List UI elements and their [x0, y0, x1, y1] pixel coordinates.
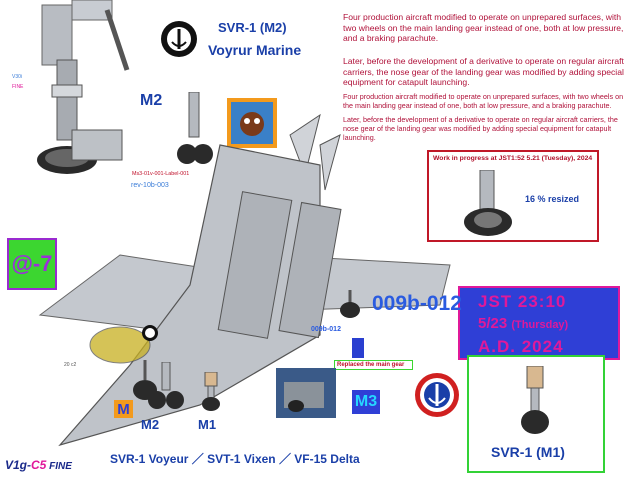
- timestamp-weekday: (Thursday): [511, 319, 569, 331]
- timestamp-date-value: 5/23: [478, 315, 508, 332]
- page-title: SVR-1 (M2): [218, 20, 287, 35]
- note-paragraph-4: Later, before the development of a deriv…: [343, 115, 618, 142]
- m1-bottom-label: M1: [198, 417, 217, 432]
- aircraft-names-title: SVR-1 Voyeur ／ SVT-1 Vixen ／ VF-15 Delta: [110, 452, 360, 466]
- m2-bottom-label: M2: [141, 417, 160, 432]
- version-code: C5: [31, 458, 47, 472]
- anchor-roundel-icon: [161, 21, 197, 57]
- replaced-gear-label: Replaced the main gear: [337, 362, 405, 368]
- m1-gear-small-illustration: [202, 372, 220, 411]
- timestamp-year: A.D. 2024: [478, 337, 564, 356]
- m-badge: M: [114, 400, 133, 418]
- version-suffix: FINE: [46, 461, 72, 472]
- blue-marker-icon: [352, 338, 364, 358]
- small-label-red: Ms3-01v-001-Label-001: [132, 171, 190, 177]
- replaced-gear-frame: [334, 360, 413, 370]
- code-label-large: 009b-012: [372, 292, 462, 315]
- note-paragraph-3: Four production aircraft modified to ope…: [343, 92, 624, 110]
- revision-label: rev-10b-003: [131, 182, 169, 189]
- main-gear-illustration: V30i FINE: [12, 0, 130, 174]
- work-in-progress-panel: [427, 150, 599, 242]
- note-paragraph-1: Four production aircraft modified to ope…: [343, 12, 624, 44]
- at7-badge: @-7: [7, 238, 57, 290]
- svg-text:V30i: V30i: [12, 74, 22, 80]
- version-prefix: V1g-: [5, 458, 32, 472]
- m2-gear-bottom-illustration: [148, 362, 184, 409]
- mascot-image: [227, 98, 277, 148]
- code-label-small: 009b-012: [311, 326, 341, 333]
- resized-label: 16 % resized: [525, 194, 580, 204]
- carrier-photo: [276, 368, 336, 418]
- timestamp-panel: JST 23:10 5/23 (Thursday) A.D. 2024: [458, 286, 620, 360]
- svg-text:FINE: FINE: [12, 84, 24, 90]
- page-subtitle: Voyrur Marine: [208, 42, 302, 58]
- work-in-progress-text: Work in progress at JST1:52 5.21 (Tuesda…: [433, 155, 593, 162]
- m3-badge: M3: [352, 390, 380, 414]
- m2-gear-illustration: [177, 92, 213, 164]
- resized-gear-illustration: [464, 170, 512, 236]
- small-reference-label: 20 c2: [64, 362, 77, 368]
- note-paragraph-2: Later, before the development of a deriv…: [343, 56, 624, 88]
- svr1-m1-label: SVR-1 (M1): [491, 444, 565, 460]
- anchor-roundel-large-icon: [415, 373, 459, 417]
- timestamp-time: JST 23:10: [478, 292, 567, 311]
- version-signature: V1g-C5 FINE: [5, 458, 72, 472]
- aircraft-illustration: [38, 113, 451, 447]
- m1-gear-illustration: [521, 366, 549, 434]
- m2-top-label: M2: [140, 92, 163, 109]
- timestamp-date: 5/23 (Thursday): [478, 315, 568, 332]
